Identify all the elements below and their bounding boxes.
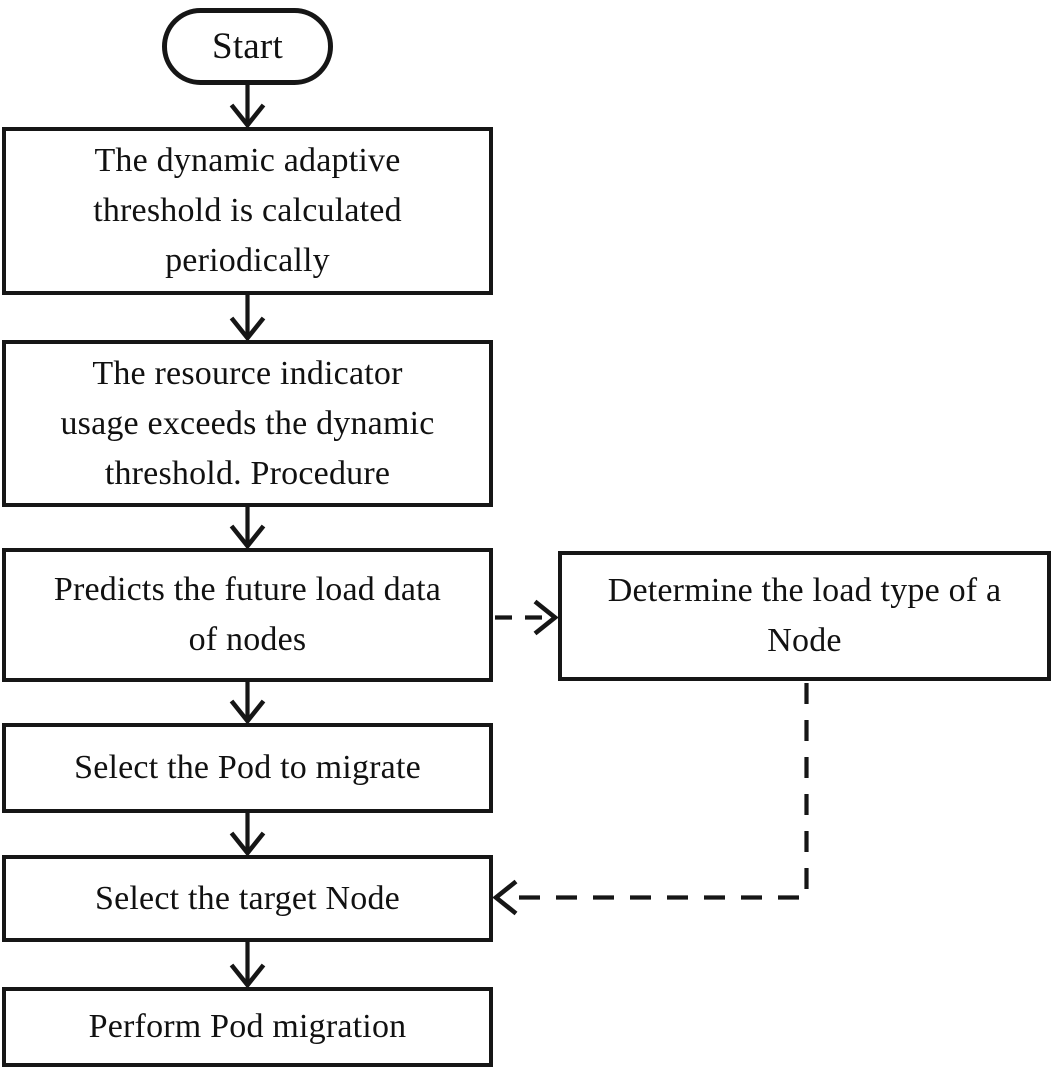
node-select-pod-label: Select the Pod to migrate [74,749,421,786]
node-determine-load-type: Determine the load type of a Node [558,551,1051,681]
edge-usage-exceeds-to-predict-load [229,506,266,550]
edge-start-to-calc-threshold [229,84,266,129]
edge-determine-load-type-to-select-target-node-dashed [492,683,809,916]
edge-select-target-node-to-perform-migration [229,941,266,989]
node-perform-migration-label: Perform Pod migration [88,1008,407,1045]
node-determine-load-type-label: Determine the load type of a Node [607,572,1002,659]
node-start-label: Start [212,25,283,67]
node-select-target-node-label: Select the target Node [95,879,400,917]
arrowhead-down-icon [229,831,266,857]
arrowhead-down-icon [229,316,266,342]
arrowhead-left-icon [492,879,518,916]
edge-predict-load-to-determine-load-type-dashed [495,599,559,636]
node-usage-exceeds: The resource indicator usage exceeds the… [2,340,493,507]
node-calc-threshold: The dynamic adaptive threshold is calcul… [2,127,493,295]
node-usage-exceeds-label: The resource indicator usage exceeds the… [60,354,435,492]
edge-calc-threshold-to-usage-exceeds [229,294,266,342]
edge-predict-load-to-select-pod [229,681,266,725]
edge-select-pod-to-select-target-node [229,812,266,857]
node-predict-load: Predicts the future load data of nodes [2,548,493,682]
node-calc-threshold-label: The dynamic adaptive threshold is calcul… [93,142,402,279]
node-start: Start [162,8,333,85]
node-select-pod: Select the Pod to migrate [2,723,493,813]
arrowhead-down-icon [229,103,266,129]
arrowhead-right-icon [533,599,559,636]
arrowhead-down-icon [229,963,266,989]
arrowhead-down-icon [229,524,266,550]
node-predict-load-label: Predicts the future load data of nodes [53,571,442,658]
arrowhead-down-icon [229,699,266,725]
node-perform-migration: Perform Pod migration [2,987,493,1067]
node-select-target-node: Select the target Node [2,855,493,942]
